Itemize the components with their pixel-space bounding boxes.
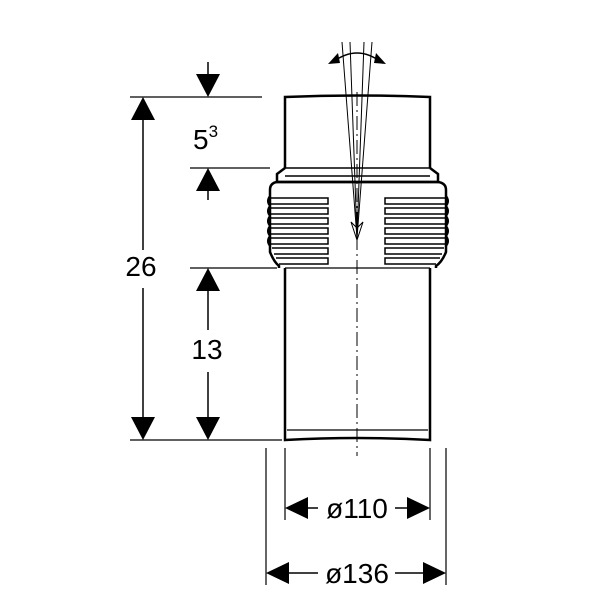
arrowhead-down [131, 417, 155, 440]
arrowhead-up [131, 97, 155, 120]
deflection-indicator [328, 41, 386, 242]
dim-inner-diameter: ø110 [285, 493, 430, 524]
ribbed-socket [268, 180, 448, 268]
arrowhead-up [196, 268, 220, 291]
left-ribs [270, 197, 329, 265]
dim-total-height: 26 [125, 97, 157, 440]
dim-label-top-offset: 53 [193, 122, 218, 155]
arrowhead-up [196, 168, 220, 191]
arrowhead-down [196, 417, 220, 440]
arrowhead-left [285, 497, 308, 519]
dim-top-offset: 53 [193, 62, 220, 200]
dim-label-outer-diameter: ø136 [325, 558, 389, 589]
arrowhead-down [196, 74, 220, 97]
arrowhead-right [407, 497, 430, 519]
dim-label-inner-diameter: ø110 [326, 493, 388, 524]
pipe-adapter [267, 94, 449, 442]
dim-label-lower-length: 13 [191, 334, 222, 365]
dim-outer-diameter: ø136 [266, 558, 446, 589]
dim-label-top-offset-sup: 3 [209, 122, 218, 141]
dim-lower-length: 13 [191, 268, 223, 440]
dim-label-total-height: 26 [125, 251, 156, 282]
extension-lines [130, 96, 447, 585]
right-ribs [384, 197, 446, 265]
arrowhead-left [266, 562, 289, 584]
top-spigot [283, 94, 432, 168]
arrowhead-right [423, 562, 446, 584]
dim-label-top-offset-main: 5 [193, 124, 209, 155]
